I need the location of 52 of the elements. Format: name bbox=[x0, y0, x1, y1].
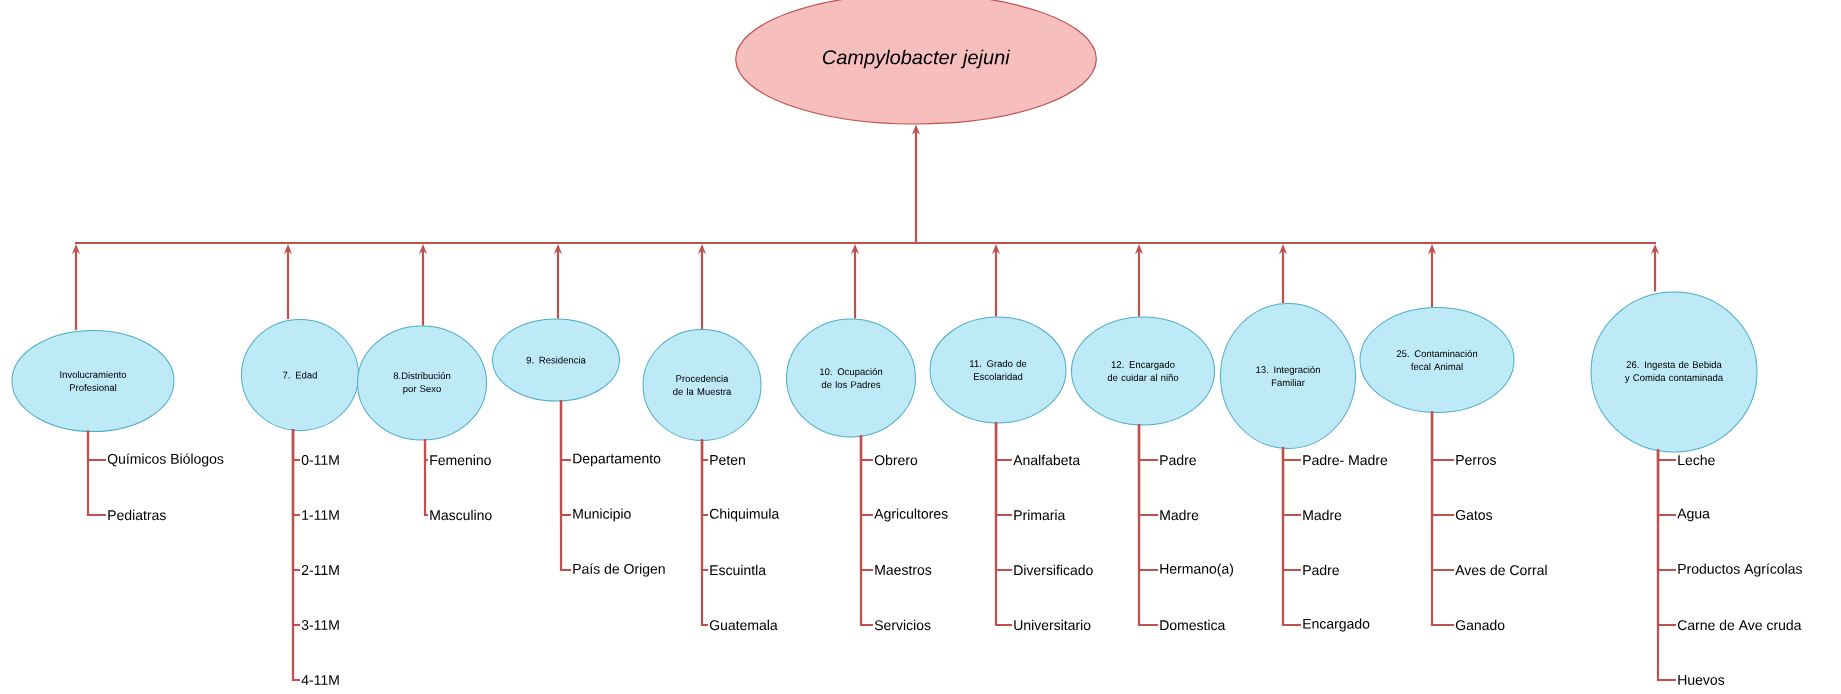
leaf-label: Maestros bbox=[875, 565, 932, 575]
leaf-label: Padre bbox=[1160, 454, 1196, 466]
leaf-label: Productos Agrícolas bbox=[1678, 563, 1802, 577]
leaf-label: Obrero bbox=[874, 454, 918, 466]
bracket-line bbox=[994, 422, 1012, 627]
leaf-label: Femenino bbox=[430, 454, 491, 466]
leaf-label: País de Origen bbox=[573, 563, 665, 577]
leaf-label: Masculino bbox=[430, 509, 492, 521]
leaf-label: Servicios bbox=[874, 619, 931, 631]
leaf-label: 1-11M bbox=[302, 510, 339, 520]
leaf-label: Escuintla bbox=[710, 564, 766, 576]
leaf-label: Ganado bbox=[1455, 619, 1505, 631]
leaf-label: Encargado bbox=[1303, 618, 1370, 632]
leaf-label: 4-11M bbox=[301, 675, 339, 685]
leaf-label: Carne de Ave cruda bbox=[1677, 619, 1802, 631]
leaf-label: Domestica bbox=[1160, 619, 1226, 631]
leaf-label: Universitario bbox=[1014, 619, 1091, 631]
leaf-label: Departamento bbox=[573, 453, 661, 467]
bracket-line bbox=[1137, 423, 1158, 627]
bracket-line bbox=[1430, 411, 1454, 627]
leaf-label: 0-11M bbox=[301, 455, 339, 465]
leaf-label: Primaria bbox=[1014, 509, 1066, 521]
leaf-label: Guatemala bbox=[709, 619, 778, 631]
bracket-line bbox=[700, 439, 708, 627]
bracket-line bbox=[291, 429, 300, 682]
bracket-line bbox=[1656, 449, 1676, 682]
leaf-label: Gatos bbox=[1455, 510, 1493, 520]
bracket-line bbox=[423, 438, 428, 517]
leaf-label: Madre bbox=[1303, 509, 1342, 521]
leaf-label: Químicos Biólogos bbox=[107, 453, 224, 467]
leaf-label: Madre bbox=[1160, 509, 1199, 521]
leaf-label: Agricultores bbox=[874, 508, 948, 522]
leaf-label: Padre bbox=[1303, 564, 1339, 576]
leaf-label: Diversificado bbox=[1014, 564, 1093, 576]
leaf-label: Pediatras bbox=[108, 509, 166, 521]
leaf-label: Aves de Corral bbox=[1455, 564, 1547, 576]
bracket-line bbox=[1281, 447, 1301, 627]
leaf-label: Huevos bbox=[1678, 675, 1725, 685]
leaf-label: 2-11M bbox=[301, 565, 339, 575]
leaf-label: Peten bbox=[710, 455, 745, 465]
leaf-label: Analfabeta bbox=[1013, 454, 1081, 466]
bracket-line bbox=[859, 435, 873, 627]
leaf-label: Agua bbox=[1677, 508, 1710, 522]
leaf-label: Hermano(a) bbox=[1160, 563, 1233, 577]
leaf-label: 3-11M bbox=[301, 620, 339, 630]
leaf-label: Padre- Madre bbox=[1303, 454, 1388, 466]
leaf-label: Perros bbox=[1456, 455, 1496, 465]
bracket-line bbox=[86, 430, 106, 517]
leaf-label: Leche bbox=[1678, 454, 1715, 466]
leaf-label: Chiquimula bbox=[709, 508, 780, 522]
bracket-line bbox=[559, 399, 571, 572]
leaf-label: Municipio bbox=[573, 508, 631, 522]
